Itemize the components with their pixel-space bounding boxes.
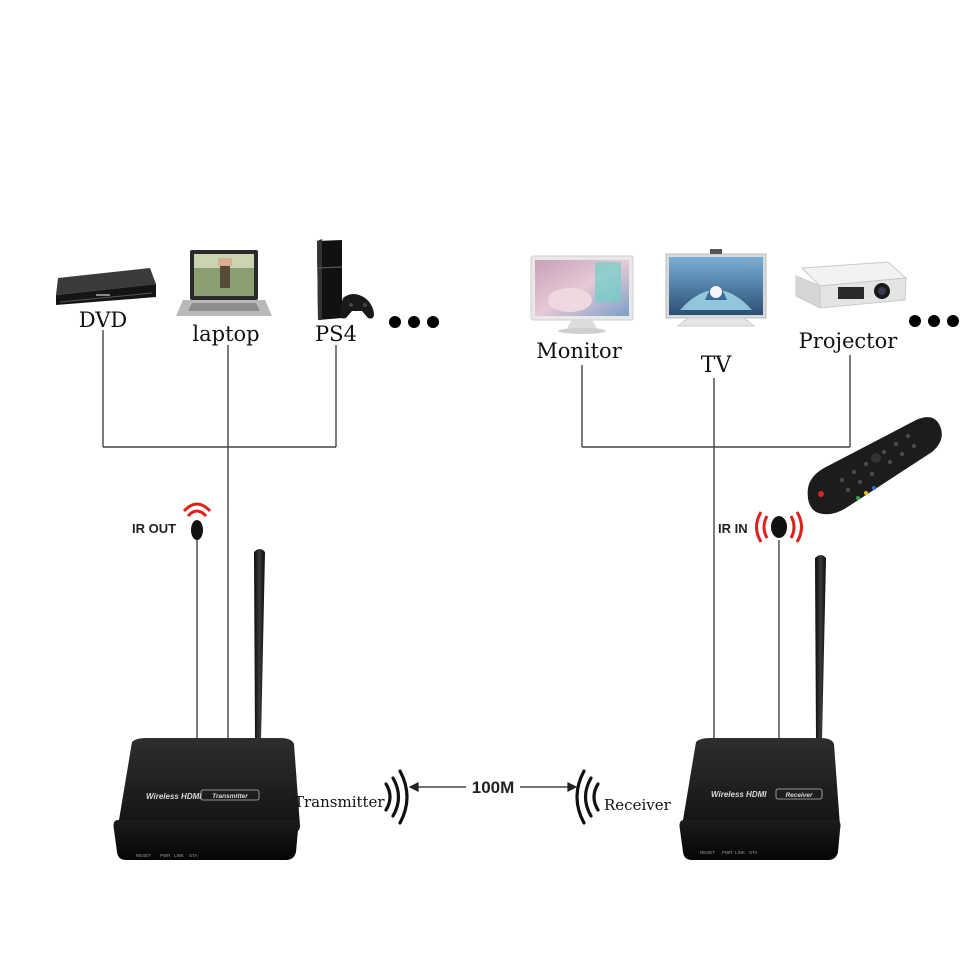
ir-in-label: IR IN: [718, 521, 748, 536]
receiver-label: Receiver: [604, 796, 672, 814]
wires: [102, 330, 851, 740]
transmitter-brand-text: Wireless HDMI: [146, 792, 202, 801]
tv-icon: 55": [665, 249, 767, 327]
transmitter-port-sta: STA: [189, 853, 197, 858]
monitor-label: Monitor: [536, 339, 622, 363]
more-sources-ellipsis: [389, 316, 439, 328]
link-distance-arrow: [408, 782, 578, 792]
transmitter-port-link: LINK: [174, 853, 184, 858]
ir-out-label: IR OUT: [132, 521, 176, 536]
link-distance-label: 100M: [472, 778, 515, 797]
receiver-badge-text: Receiver: [785, 792, 813, 799]
ps4-icon: [317, 239, 374, 320]
remote-control-icon: [807, 417, 942, 515]
projector-icon: [795, 261, 908, 309]
laptop-icon: [176, 250, 272, 316]
transmitter-port-pwr: PWR: [160, 853, 171, 858]
transmitter-label: Transmitter: [294, 793, 385, 811]
receiver-port-reset: RESET: [700, 850, 715, 855]
transmitter-antenna-icon: [254, 549, 265, 740]
transmitter-wave-icon: [384, 769, 409, 825]
ir-in-receiver-icon: [755, 511, 803, 543]
laptop-label: laptop: [192, 322, 259, 346]
receiver-wave-icon: [575, 769, 600, 825]
transmitter-device: Wireless HDMI Transmitter RESET PWR LINK…: [113, 549, 300, 860]
transmitter-port-reset: RESET: [136, 853, 151, 858]
monitor-icon: [530, 255, 634, 334]
receiver-port-pwr: PWR: [722, 850, 733, 855]
tv-size-badge: 55": [747, 261, 758, 268]
dvd-player-icon: [56, 268, 156, 305]
receiver-port-link: LINK: [735, 850, 745, 855]
more-displays-ellipsis: [909, 315, 959, 327]
projector-label: Projector: [799, 329, 899, 353]
ps4-label: PS4: [315, 322, 357, 346]
receiver-antenna-icon: [815, 555, 826, 740]
dvd-label: DVD: [79, 308, 127, 332]
tv-label: TV: [701, 353, 733, 378]
receiver-device: Wireless HDMI Receiver RESET PWR LINK ST…: [679, 555, 841, 860]
receiver-brand-text: Wireless HDMI: [711, 790, 767, 799]
receiver-port-sta: STA: [749, 850, 757, 855]
ir-out-emitter-icon: [182, 502, 212, 540]
transmitter-badge-text: Transmitter: [212, 793, 248, 800]
